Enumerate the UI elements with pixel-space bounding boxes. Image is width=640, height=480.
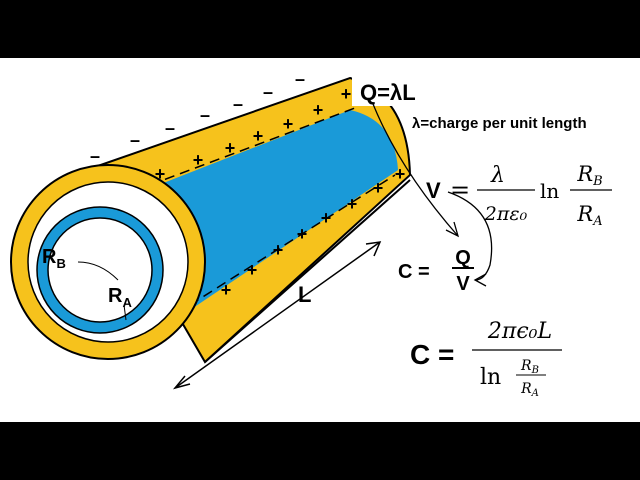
plus-charge: + <box>373 178 384 198</box>
svg-text:C =: C = <box>410 339 454 370</box>
arrow-q-head <box>445 221 460 238</box>
svg-text:λ: λ <box>490 163 505 188</box>
inner-ring-inner-edge <box>47 217 153 323</box>
plus-charge: + <box>247 260 258 280</box>
plus-charge: + <box>297 224 308 244</box>
svg-text:C =: C = <box>398 261 430 283</box>
minus-charge: – <box>295 69 305 89</box>
positive-charges: + + + + + + + + + + + + + + + <box>155 84 406 300</box>
rb-pointer <box>77 261 119 281</box>
voltage-equation: V = λ 2πε₀ ln RB RA <box>426 162 612 229</box>
minus-charge: – <box>233 94 243 114</box>
length-label: L <box>298 282 311 307</box>
outer-bottom-edge <box>204 179 411 363</box>
svg-text:RA: RA <box>576 202 602 229</box>
arrow-v-to-c <box>447 191 493 281</box>
svg-text:V: V <box>426 178 441 203</box>
rb-label: RB <box>42 246 66 271</box>
plus-charge: + <box>193 150 204 170</box>
minus-charge: – <box>200 105 210 125</box>
plus-charge: + <box>225 138 236 158</box>
plus-charge: + <box>273 240 284 260</box>
minus-charge: – <box>165 118 175 138</box>
svg-text:V: V <box>456 273 470 295</box>
negative-charges: ––––––– <box>90 69 305 166</box>
plus-charge: + <box>321 208 332 228</box>
svg-text:ln: ln <box>480 365 501 390</box>
plus-charge: + <box>253 126 264 146</box>
plus-charge: + <box>283 114 294 134</box>
length-arrowheads <box>172 241 382 390</box>
svg-text:RB: RB <box>520 358 539 376</box>
arrow-v-head <box>473 273 487 287</box>
lambda-definition: λ=charge per unit length <box>412 115 587 132</box>
svg-text:=: = <box>450 176 470 204</box>
plus-charge: + <box>341 84 352 104</box>
svg-text:2πε₀: 2πε₀ <box>484 203 528 225</box>
plus-charge: + <box>155 164 166 184</box>
ra-label: RA <box>108 285 132 310</box>
ra-pointer <box>123 304 127 321</box>
minus-charge: – <box>90 146 100 166</box>
capacitance-definition: C = Q V <box>398 247 474 295</box>
plus-charge: + <box>221 280 232 300</box>
charge-label: Q=λL <box>360 80 416 105</box>
plus-charge: + <box>347 194 358 214</box>
minus-charge: – <box>263 82 273 102</box>
plus-charge: + <box>395 164 406 184</box>
plus-charge: + <box>313 100 324 120</box>
inner-bottom-edge <box>189 174 396 306</box>
svg-text:RA: RA <box>520 381 539 399</box>
inner-top-edge <box>149 107 356 186</box>
svg-text:ln: ln <box>540 179 559 203</box>
arrow-q-to-c <box>372 103 459 237</box>
minus-charge: – <box>130 130 140 150</box>
svg-text:RB: RB <box>576 162 602 189</box>
svg-text:Q: Q <box>455 247 471 269</box>
charge-label-bg <box>352 76 432 106</box>
length-arrow <box>174 241 381 389</box>
svg-text:2πϵ₀L: 2πϵ₀L <box>487 319 552 344</box>
capacitance-result-equation: C = 2πϵ₀L ln RB RA <box>410 319 562 399</box>
